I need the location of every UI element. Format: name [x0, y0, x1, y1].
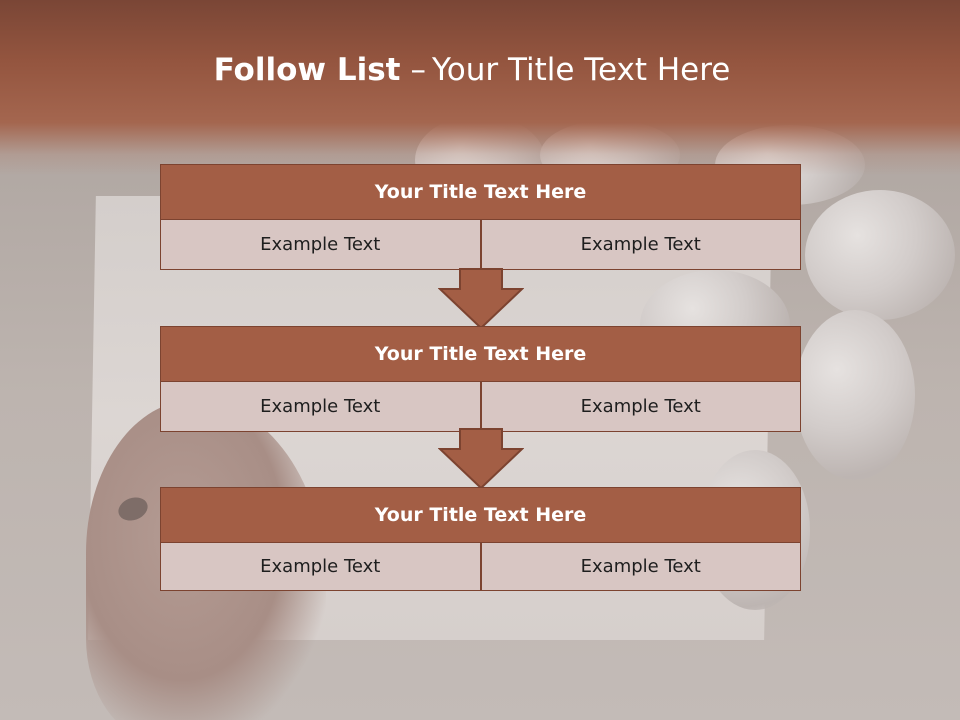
step-box-cell-left: Example Text [160, 220, 481, 270]
down-arrow-icon [438, 268, 524, 330]
step-box-row: Example Text Example Text [160, 220, 801, 270]
header-band [0, 0, 960, 175]
step-box-3: Your Title Text Here Example Text Exampl… [160, 487, 801, 591]
step-box-cell-right: Example Text [480, 220, 801, 270]
step-box-1: Your Title Text Here Example Text Exampl… [160, 164, 801, 270]
crumpled-paper-6 [795, 310, 915, 480]
down-arrow-icon [438, 428, 524, 490]
crumpled-paper-4 [805, 190, 955, 320]
slide-title: Follow List–Your Title Text Here [0, 52, 944, 88]
step-box-cell-left: Example Text [160, 543, 481, 591]
step-box-title: Your Title Text Here [160, 164, 801, 220]
step-box-title: Your Title Text Here [160, 487, 801, 543]
slide-title-separator: – [410, 52, 426, 88]
step-box-cell-right: Example Text [480, 543, 801, 591]
slide-title-bold: Follow List [213, 52, 401, 88]
step-box-2: Your Title Text Here Example Text Exampl… [160, 326, 801, 432]
step-box-cell-right: Example Text [480, 382, 801, 432]
slide-title-rest: Your Title Text Here [431, 52, 731, 88]
step-box-cell-left: Example Text [160, 382, 481, 432]
step-box-row: Example Text Example Text [160, 543, 801, 591]
step-box-title: Your Title Text Here [160, 326, 801, 382]
step-box-row: Example Text Example Text [160, 382, 801, 432]
